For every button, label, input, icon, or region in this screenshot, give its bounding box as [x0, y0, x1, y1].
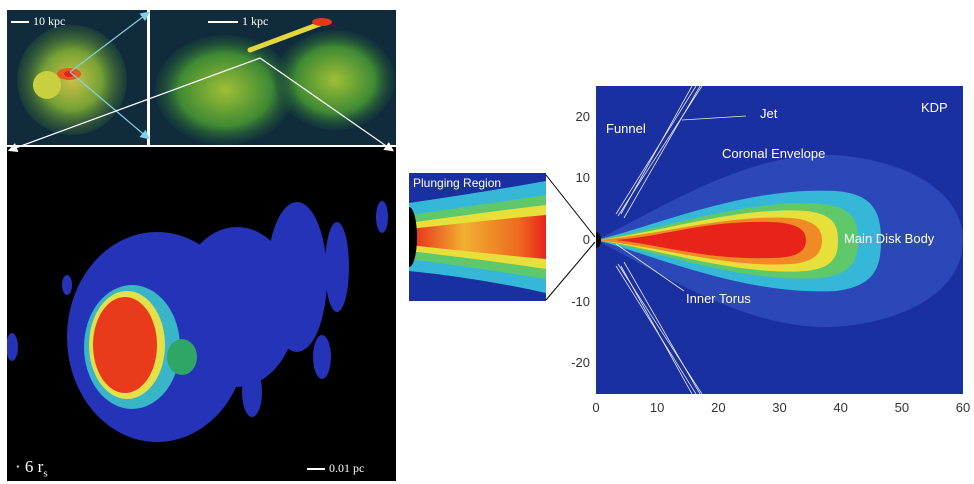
disk-simulation-plot: Funnel Jet KDP Coronal Envelope Main Dis… [596, 86, 963, 394]
label-kdp: KDP [921, 100, 948, 115]
vlbi-image: · 6 rs 0.01 pc [7, 147, 396, 481]
x-tick-label: 0 [592, 400, 600, 415]
x-tick-label: 40 [833, 400, 848, 415]
label-inner-torus: Inner Torus [686, 291, 751, 306]
x-tick-label: 50 [894, 400, 910, 415]
label-main-disk-body: Main Disk Body [844, 231, 935, 246]
plunging-region-art [409, 173, 546, 301]
radio-image-1kpc: 1 kpc [150, 10, 396, 145]
zoom-arrow-down [69, 71, 150, 140]
disk-simulation-art [596, 86, 963, 394]
label-jet: Jet [760, 106, 778, 121]
inset-connector-lines [545, 174, 596, 301]
y-tick-label: -10 [571, 293, 590, 309]
label-funnel: Funnel [606, 121, 646, 136]
y-tick-label: -20 [571, 355, 590, 371]
plunging-region-title: Plunging Region [413, 176, 502, 190]
x-tick-label: 60 [955, 400, 971, 415]
radio-image-1kpc-art [150, 10, 396, 145]
plunging-region-inset: Plunging Region [409, 173, 546, 301]
x-tick-label: 10 [649, 400, 665, 415]
jet-lines [615, 86, 703, 394]
y-tick-label: 10 [575, 170, 590, 186]
inner-torus-leader-line [615, 243, 685, 292]
vlbi-image-art [7, 147, 396, 481]
zoom-arrow-left [7, 57, 261, 153]
zoom-arrow-right [259, 57, 394, 152]
x-tick-label: 30 [772, 400, 787, 415]
schwarzschild-radius-label: · 6 rs [15, 457, 48, 480]
scale-label-10kpc: 10 kpc [11, 14, 65, 29]
jet-leader-line [681, 115, 747, 121]
zoom-arrow-up [69, 11, 150, 73]
zoom-arrows [7, 11, 394, 153]
y-tick-label: 20 [575, 108, 590, 124]
scale-label-1kpc: 1 kpc [208, 14, 268, 29]
x-tick-label: 20 [711, 400, 726, 415]
scale-label-001pc: 0.01 pc [307, 461, 364, 476]
label-coronal-envelope: Coronal Envelope [722, 146, 826, 161]
y-tick-label: 0 [582, 232, 590, 247]
